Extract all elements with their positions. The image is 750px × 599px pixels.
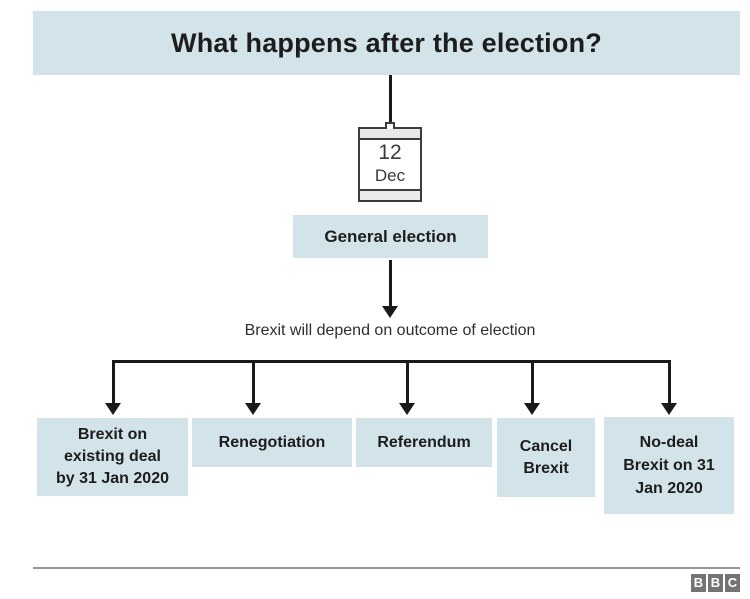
bbc-logo-letter: C — [725, 574, 740, 592]
down-arrow-icon — [105, 403, 121, 415]
connector-title-to-calendar — [389, 75, 392, 122]
branch-line-3 — [406, 360, 409, 404]
outcome-box-renegotiation: Renegotiation — [192, 418, 352, 467]
outcome-line: Jan 2020 — [635, 480, 703, 497]
down-arrow-icon — [399, 403, 415, 415]
branch-caption: Brexit will depend on outcome of electio… — [244, 322, 536, 339]
calendar-day: 12 — [378, 141, 402, 164]
outcome-line: Brexit on 31 — [623, 457, 715, 474]
outcome-line: Cancel — [519, 437, 573, 455]
outcome-line: existing deal — [64, 448, 161, 465]
title-banner: What happens after the election? — [33, 11, 740, 75]
connector-election-to-caption — [389, 260, 392, 307]
calendar-top-strip — [360, 129, 420, 140]
general-election-box: General election — [293, 215, 488, 258]
branch-line-5 — [668, 360, 671, 404]
footer-divider — [33, 567, 740, 569]
calendar-bottom-strip — [360, 189, 420, 200]
outcome-line: Brexit — [523, 459, 569, 477]
calendar-month: Dec — [374, 166, 406, 185]
branch-line-2 — [252, 360, 255, 404]
branch-horizontal-line — [112, 360, 671, 363]
branch-line-1 — [112, 360, 115, 404]
bbc-logo-letter: B — [691, 574, 706, 592]
outcome-line: Renegotiation — [218, 433, 326, 451]
down-arrow-icon — [245, 403, 261, 415]
outcome-line: Brexit on — [77, 426, 148, 443]
down-arrow-icon — [661, 403, 677, 415]
bbc-logo-letter: B — [708, 574, 723, 592]
down-arrow-icon — [524, 403, 540, 415]
outcome-box-no-deal: No-deal Brexit on 31 Jan 2020 — [604, 417, 734, 514]
outcome-box-referendum: Referendum — [356, 418, 492, 467]
bbc-logo: B B C — [691, 574, 740, 592]
down-arrow-icon — [382, 306, 398, 318]
outcome-line: No-deal — [639, 434, 699, 451]
branch-line-4 — [531, 360, 534, 404]
outcome-line: Referendum — [377, 433, 471, 451]
calendar-icon: 12 Dec — [358, 122, 422, 202]
page-title: What happens after the election? — [171, 27, 602, 58]
outcome-box-existing-deal: Brexit on existing deal by 31 Jan 2020 — [37, 418, 188, 496]
outcome-line: by 31 Jan 2020 — [56, 470, 169, 487]
outcome-box-cancel-brexit: Cancel Brexit — [497, 418, 595, 497]
